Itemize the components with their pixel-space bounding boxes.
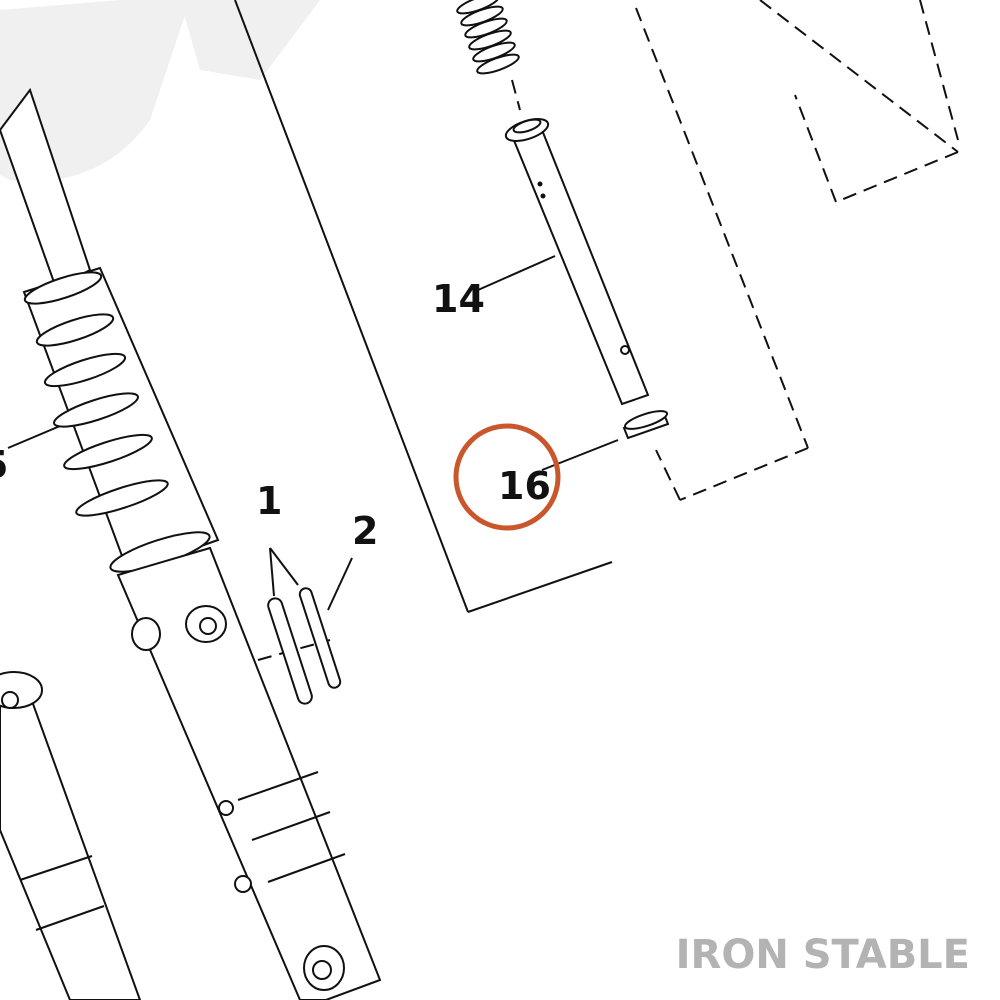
part-16-washer xyxy=(622,410,670,440)
part-14-damper-tube xyxy=(504,118,650,406)
parts-1-2-seal-rings xyxy=(267,587,342,705)
callout-14: 14 xyxy=(432,277,485,321)
watermark-text: IRON STABLE xyxy=(676,932,970,978)
highlight-ring xyxy=(453,423,561,531)
assembly-frame-lines xyxy=(234,0,613,613)
callout-16: 16 xyxy=(498,464,551,508)
callout-5-partial: 5 xyxy=(0,443,8,487)
callout-2: 2 xyxy=(352,509,378,553)
callout-1: 1 xyxy=(256,479,282,523)
secondary-fork-leg xyxy=(0,671,142,1000)
fork-spring xyxy=(456,0,520,75)
dashed-group-outline xyxy=(257,0,959,661)
fork-leg-assembly xyxy=(0,87,382,1000)
